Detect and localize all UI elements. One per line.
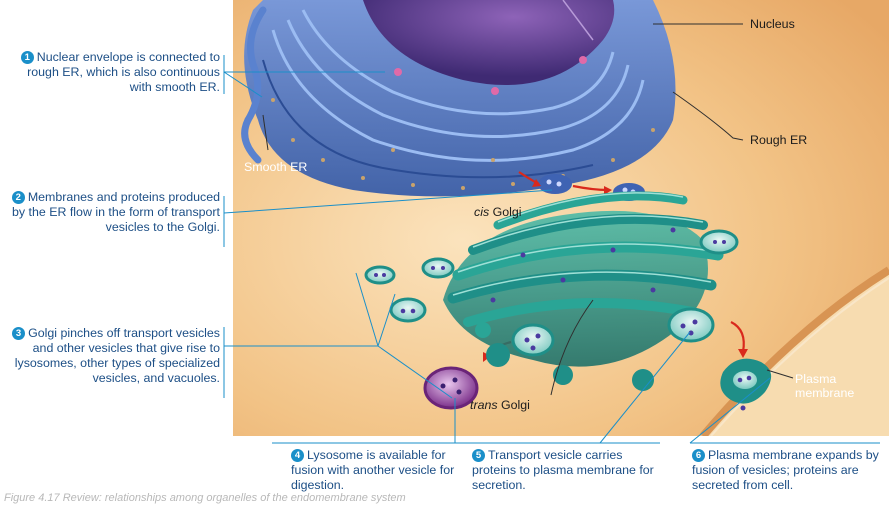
lysosome bbox=[423, 366, 479, 410]
nucleus bbox=[363, 0, 615, 85]
smooth-er-label: Smooth ER bbox=[244, 160, 308, 174]
rough-er-label: Rough ER bbox=[750, 133, 808, 147]
golgi-apparatus bbox=[443, 191, 724, 391]
figure-caption: Figure 4.17 Review: relationships among … bbox=[4, 492, 406, 504]
cell-artwork bbox=[233, 0, 889, 436]
plasma-membrane bbox=[699, 266, 889, 436]
fusing-vesicle bbox=[720, 358, 772, 411]
trans-golgi-label: trans Golgi bbox=[470, 398, 530, 412]
golgi-vesicles bbox=[364, 229, 739, 357]
nuclear-pores bbox=[394, 56, 587, 95]
nucleus-label: Nucleus bbox=[750, 17, 795, 31]
label-leaders bbox=[262, 23, 794, 396]
smooth-er bbox=[241, 6, 267, 164]
cis-golgi-label: cis Golgi bbox=[474, 205, 522, 219]
cell-illustration: Nucleus Rough ER Smooth ER cis Golgi tra… bbox=[233, 0, 889, 436]
